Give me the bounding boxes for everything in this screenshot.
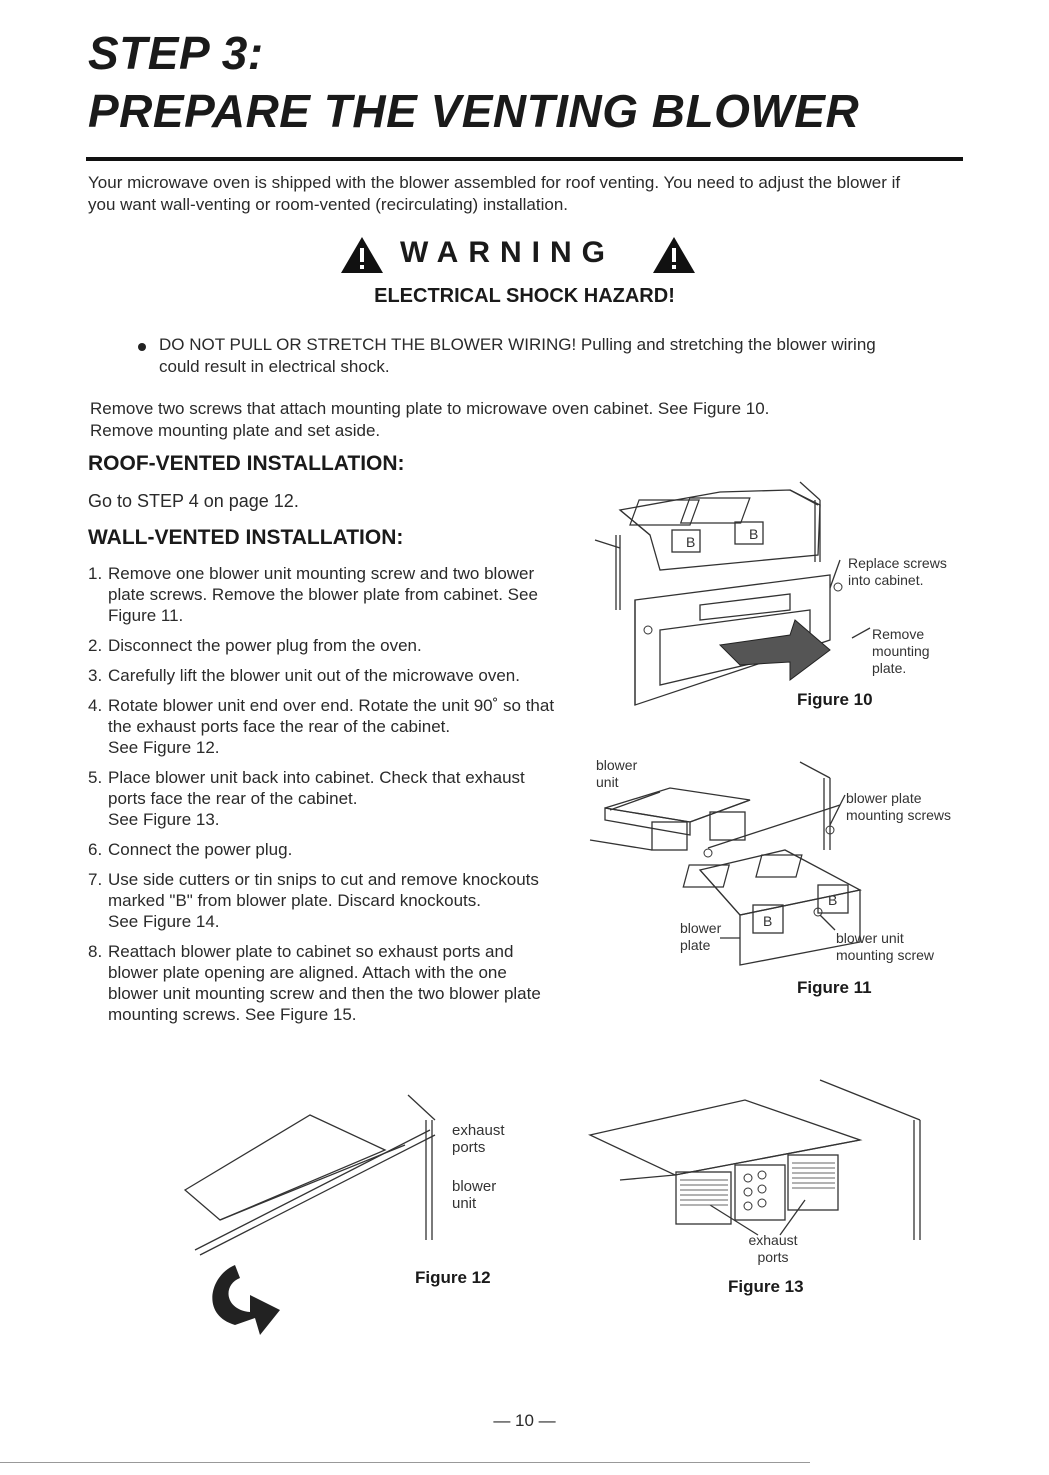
roof-vented-heading: ROOF-VENTED INSTALLATION: bbox=[88, 452, 405, 475]
step-text-line: Disconnect the power plug from the oven. bbox=[108, 636, 422, 655]
step-number-label: 8. bbox=[88, 942, 103, 961]
step-item: 3. Carefully lift the blower unit out of … bbox=[88, 665, 588, 686]
step-text-line: See Figure 12. bbox=[108, 738, 220, 757]
figure-13-illustration bbox=[588, 1079, 921, 1240]
remove-paragraph: Remove two screws that attach mounting p… bbox=[90, 398, 950, 442]
figure-11-caption: Figure 11 bbox=[797, 978, 872, 997]
figure-12-illustration bbox=[183, 1094, 436, 1335]
step-text-line: Rotate blower unit end over end. Rotate … bbox=[108, 696, 555, 715]
step-text-line: mounting screws. See Figure 15. bbox=[108, 1005, 357, 1024]
step-item: 8. Reattach blower plate to cabinet so ex… bbox=[88, 941, 588, 1025]
fig11-label-blower-unit: blower unit bbox=[596, 757, 638, 790]
figure-12-caption: Figure 12 bbox=[415, 1268, 491, 1287]
intro-paragraph: Your microwave oven is shipped with the … bbox=[88, 172, 968, 216]
figure-11-illustration: B B bbox=[589, 761, 862, 966]
step-number-label: 4. bbox=[88, 696, 103, 715]
step-text-line: Carefully lift the blower unit out of th… bbox=[108, 666, 520, 685]
figure-10-illustration: B B bbox=[594, 481, 871, 706]
warning-banner: WARNING bbox=[340, 230, 710, 276]
step-item: 4. Rotate blower unit end over end. Rotat… bbox=[88, 695, 588, 758]
step-text-line: Connect the power plug. bbox=[108, 840, 293, 859]
step-text-line: ports face the rear of the cabinet. bbox=[108, 789, 358, 808]
wall-vented-steps: 1. Remove one blower unit mounting screw … bbox=[88, 563, 588, 1034]
step-number-label: 2. bbox=[88, 636, 103, 655]
step-text-line: plate screws. Remove the blower plate fr… bbox=[108, 585, 538, 604]
warning-bullet: DO NOT PULL OR STRETCH THE BLOWER WIRING… bbox=[138, 334, 938, 378]
step-item: 2. Disconnect the power plug from the ove… bbox=[88, 635, 588, 656]
bullet-dot bbox=[138, 343, 146, 351]
warning-triangle-icon bbox=[341, 237, 383, 273]
figure-13-caption: Figure 13 bbox=[728, 1277, 804, 1296]
step-item: 7. Use side cutters or tin snips to cut a… bbox=[88, 869, 588, 932]
step-text-line: Remove one blower unit mounting screw an… bbox=[108, 564, 535, 583]
fig12-label-exhaust: exhaust ports bbox=[452, 1122, 505, 1156]
step-item: 5. Place blower unit back into cabinet. C… bbox=[88, 767, 588, 830]
warning-triangle-icon bbox=[653, 237, 695, 273]
page-number: — 10 — bbox=[493, 1411, 556, 1430]
warning-word: WARNING bbox=[400, 236, 615, 269]
step-text-line: Figure 11. bbox=[108, 606, 184, 625]
step-text-line: See Figure 13. bbox=[108, 810, 220, 829]
fig11-knockout-b: B bbox=[828, 892, 837, 908]
footer-rule bbox=[0, 1462, 810, 1463]
remove-line-2: Remove mounting plate and set aside. bbox=[90, 421, 381, 440]
remove-line-1: Remove two screws that attach mounting p… bbox=[90, 399, 770, 418]
step-text-line: Place blower unit back into cabinet. Che… bbox=[108, 768, 525, 787]
step-number: STEP 3: bbox=[88, 27, 264, 79]
roof-vented-text: Go to STEP 4 on page 12. bbox=[88, 491, 299, 511]
step-text-line: blower plate opening are aligned. Attach… bbox=[108, 963, 507, 982]
warning-bullet-line-1: DO NOT PULL OR STRETCH THE BLOWER WIRING… bbox=[159, 335, 876, 354]
fig10-knockout-b: B bbox=[749, 526, 758, 542]
step-text-line: Reattach blower plate to cabinet so exha… bbox=[108, 942, 514, 961]
fig10-knockout-b: B bbox=[686, 534, 695, 550]
fig10-label-screws: Replace screws into cabinet. bbox=[848, 555, 947, 588]
title-rule bbox=[86, 157, 963, 161]
step-number-label: 3. bbox=[88, 666, 103, 685]
step-text-line: blower unit mounting screw and then the … bbox=[108, 984, 541, 1003]
step-item: 6. Connect the power plug. bbox=[88, 839, 588, 860]
fig11-label-plate-screws: blower plate mounting screws bbox=[846, 790, 952, 823]
fig11-label-blower-plate: blower plate bbox=[680, 920, 722, 953]
step-text-line: the exhaust ports face the rear of the c… bbox=[108, 717, 451, 736]
step-item: 1. Remove one blower unit mounting screw … bbox=[88, 563, 588, 626]
intro-line-2: you want wall-venting or room-vented (re… bbox=[88, 195, 568, 214]
figure-10-caption: Figure 10 bbox=[797, 690, 873, 709]
step-number-label: 7. bbox=[88, 870, 103, 889]
fig11-knockout-b: B bbox=[763, 913, 772, 929]
warning-subtitle: ELECTRICAL SHOCK HAZARD! bbox=[374, 285, 675, 307]
step-number-label: 5. bbox=[88, 768, 103, 787]
step-text-line: Use side cutters or tin snips to cut and… bbox=[108, 870, 539, 889]
fig12-label-blower: blower unit bbox=[452, 1178, 497, 1212]
step-number-label: 1. bbox=[88, 564, 103, 583]
fig11-label-unit-screw: blower unit mounting screw bbox=[836, 930, 935, 963]
wall-vented-heading: WALL-VENTED INSTALLATION: bbox=[88, 526, 404, 549]
page-title: PREPARE THE VENTING BLOWER bbox=[88, 85, 860, 137]
step-number-label: 6. bbox=[88, 840, 103, 859]
warning-bullet-line-2: could result in electrical shock. bbox=[159, 357, 390, 376]
fig10-label-remove: Remove mounting plate. bbox=[872, 626, 930, 676]
step-text-line: See Figure 14. bbox=[108, 912, 220, 931]
step-text-line: marked "B" from blower plate. Discard kn… bbox=[108, 891, 481, 910]
intro-line-1: Your microwave oven is shipped with the … bbox=[88, 173, 901, 192]
fig13-label-exhaust: exhaust ports bbox=[748, 1232, 798, 1265]
